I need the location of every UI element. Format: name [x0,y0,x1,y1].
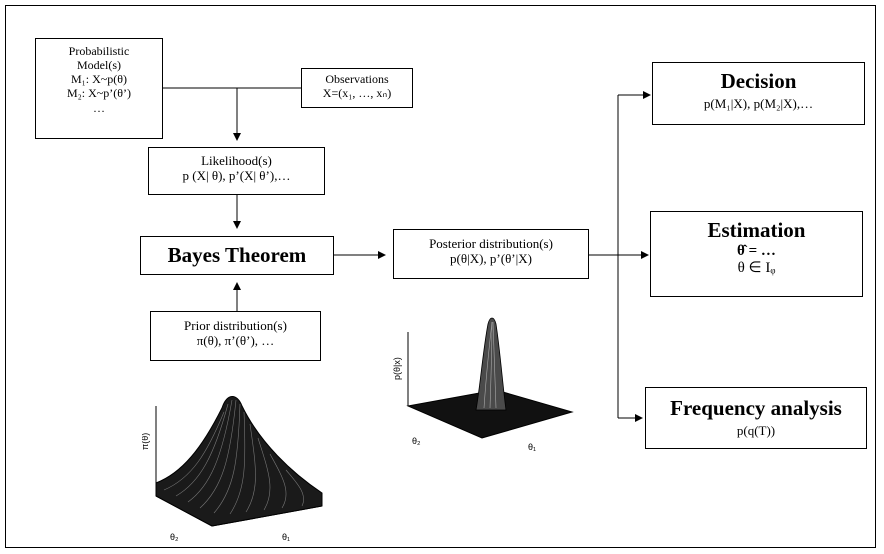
prior-zlabel: π(θ) [142,433,150,450]
prior-surface [155,396,323,527]
model-line-2: Model(s) [77,58,121,73]
frequency-box: Frequency analysis p(q(T)) [645,387,867,449]
model-line-1: Probabilistic [68,44,130,58]
posterior-peak-mesh [483,321,497,409]
model-line-5: … [93,100,105,115]
estimation-title: Estimation [707,218,806,242]
prior-formula: π(θ), π’(θ’), … [196,333,275,349]
frequency-formula: p(q(T)) [736,422,776,438]
posterior-ylabel: θ₁ [528,442,536,452]
posterior-xlabel: θ₂ [412,436,421,446]
observations-value: X=(x₁, …, xₙ) [322,86,392,101]
posterior-box: Posterior distribution(s) p(θ|X), p’(θ’|… [393,229,589,279]
estimation-interval-formula: θ ∈ Iᵩ [737,260,776,277]
model-line-3: M₁: X~p(θ) [70,72,128,87]
likelihood-title: Likelihood(s) [201,153,272,168]
bayes-theorem-box: Bayes Theorem [140,236,334,275]
prior-surface-plot: π(θ) θ₂ θ₁ [142,396,323,542]
decision-box: Decision p(M₁|X), p(M₂|X),… [652,62,865,125]
posterior-surface-plot: p(θ|x) θ₂ θ₁ [392,317,574,452]
posterior-zlabel: p(θ|x) [392,357,402,380]
frequency-title: Frequency analysis [670,396,842,420]
estimation-box: Estimation θ̂ = … θ ∈ Iᵩ [650,211,863,297]
posterior-peak [475,317,507,411]
model-line-4: M₂: X~p’(θ’) [66,86,132,101]
posterior-title: Posterior distribution(s) [429,236,553,251]
posterior-formula: p(θ|X), p’(θ’|X) [450,251,532,267]
prior-mesh-lines [163,399,304,515]
decision-title: Decision [720,69,797,93]
observations-title: Observations [325,72,389,86]
prior-box: Prior distribution(s) π(θ), π’(θ’), … [150,311,321,361]
prior-ylabel: θ₁ [282,532,290,542]
observations-box: Observations X=(x₁, …, xₙ) [301,68,413,108]
decision-formula: p(M₁|X), p(M₂|X),… [703,95,814,111]
estimation-hat-formula: θ̂ = … [737,242,776,259]
posterior-floor [406,389,574,439]
prior-title: Prior distribution(s) [184,318,287,333]
likelihood-formula: p (X| θ), p’(X| θ’),… [182,168,291,184]
bayes-theorem-label: Bayes Theorem [167,243,307,267]
model-box: Probabilistic Model(s) M₁: X~p(θ) M₂: X~… [35,38,163,139]
diagram-frame [5,5,876,548]
likelihood-box: Likelihood(s) p (X| θ), p’(X| θ’),… [148,147,325,195]
prior-xlabel: θ₂ [170,532,179,542]
